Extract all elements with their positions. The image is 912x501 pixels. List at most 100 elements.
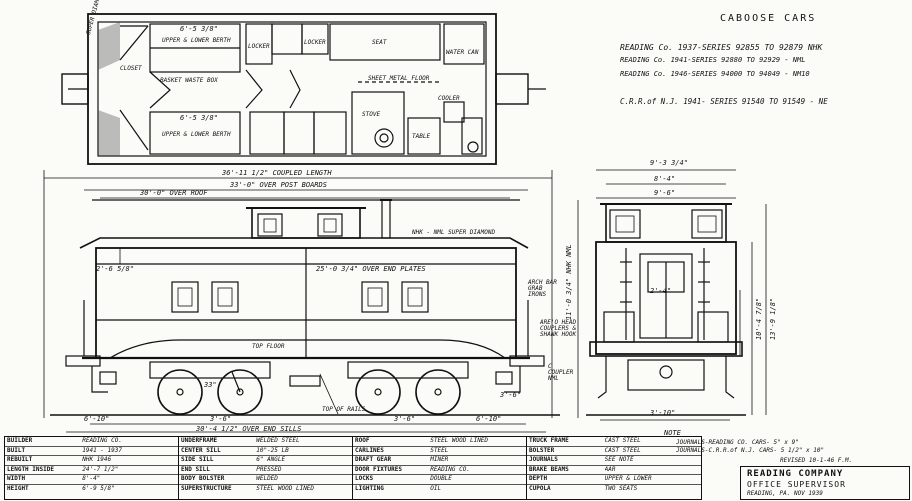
- spec-row: DEPTH UPPER & LOWER: [527, 475, 701, 485]
- locker-label: LOCKER: [304, 39, 326, 46]
- spec-value: DOUBLE: [430, 475, 452, 483]
- dimension-label: 2'-6 5/8": [96, 265, 134, 273]
- spec-value: READING CO.: [82, 437, 122, 444]
- height-label: 11'-0 3/4" NHK NML: [565, 244, 573, 320]
- spec-row: UNDERFRAME WELDED STEEL: [179, 437, 352, 447]
- end-width-label: 9'-6": [654, 189, 676, 197]
- revision-label: REVISED 10-1-46 F.M.: [780, 457, 853, 464]
- dimension-label: 6'-10": [84, 415, 110, 423]
- spec-row: END SILL PRESSED: [179, 466, 352, 476]
- series-line: READING Co. 1937-SERIES 92855 TO 92879 N…: [620, 43, 823, 52]
- spec-value: TWO SEATS: [604, 484, 638, 492]
- spec-key: WIDTH: [7, 475, 26, 483]
- sheet-metal-floor-label: SHEET METAL FLOOR: [368, 75, 430, 82]
- spec-key: UNDERFRAME: [181, 437, 218, 444]
- end-elevation: [586, 169, 767, 421]
- top-of-rails-label: TOP OF RAILS: [322, 406, 366, 413]
- table-label: TABLE: [412, 133, 431, 140]
- dimension-label: 2'-4": [650, 287, 672, 295]
- spec-key: JOURNALS: [529, 456, 558, 464]
- end-width-label: 8'-4": [654, 175, 676, 183]
- spec-value: PRESSED: [256, 465, 282, 473]
- title-block: READING COMPANY OFFICE SUPERVISOR READIN…: [740, 466, 910, 500]
- couplers-label: ARE'O HEAD COUPLERS & SHANK HOOK: [540, 319, 577, 338]
- berth-label: UPPER & LOWER BERTH: [162, 37, 231, 44]
- spec-key: BRAKE BEAMS: [529, 465, 569, 473]
- spec-key: SUPERSTRUCTURE: [181, 484, 232, 492]
- spec-value: 24'-7 1/2": [82, 465, 119, 473]
- spec-value: STEEL WOOD LINED: [430, 437, 489, 444]
- locker-label: LOCKER: [248, 43, 270, 50]
- series-line: READING Co. 1946-SERIES 94000 TO 94049 -…: [620, 70, 810, 78]
- spec-key: CARLINES: [355, 446, 384, 454]
- dimension-label: 3'-6": [500, 391, 522, 399]
- spec-row: CARLINES STEEL: [353, 447, 526, 457]
- dimension-label: 6'-5 3/8": [180, 114, 218, 122]
- spec-key: REBUILT: [7, 456, 33, 464]
- stove-label: STOVE: [362, 111, 381, 118]
- spec-key: DOOR FIXTURES: [355, 465, 402, 473]
- spec-value: WELDED: [256, 475, 278, 483]
- spec-value: WELDED STEEL: [256, 437, 300, 444]
- end-plates-label: 25'-0 3/4" OVER END PLATES: [316, 265, 426, 273]
- spec-value: MINER: [430, 456, 449, 464]
- spec-value: CAST STEEL: [604, 437, 641, 444]
- dimension-label: 6'-5 3/8": [180, 25, 218, 33]
- spec-value: 1941 - 1937: [82, 446, 122, 454]
- spec-value: CAST STEEL: [604, 446, 641, 454]
- spec-value: SEE NOTE: [604, 456, 634, 464]
- coupler-nml-label: C COUPLER NML: [548, 363, 574, 382]
- spec-key: BUILT: [7, 446, 26, 454]
- spec-row: LENGTH INSIDE 24'-7 1/2": [5, 466, 178, 476]
- spec-value: STEEL: [430, 446, 449, 454]
- spec-row: BUILT 1941 - 1937: [5, 447, 178, 457]
- spec-key: SIDE SILL: [181, 456, 214, 464]
- spec-key: LOCKS: [355, 475, 374, 483]
- spec-key: ROOF: [355, 437, 370, 444]
- spec-key: CENTER SILL: [181, 446, 221, 454]
- spec-key: LIGHTING: [355, 484, 384, 492]
- spec-value: 6'-9 5/8": [82, 484, 115, 492]
- side-elevation: [43, 170, 579, 433]
- spec-key: END SILL: [181, 465, 210, 473]
- spec-row: JOURNALS SEE NOTE: [527, 456, 701, 466]
- note-line: JOURNALS-C.R.R.of N.J. CARS- 5 1/2" x 10…: [676, 447, 825, 454]
- end-height-label: 10'-4 7/8": [755, 297, 763, 340]
- arch-bar-label: ARCH BAR GRAB IRONS: [528, 279, 557, 298]
- super-diamond-side-label: NHK - NML SUPER DIAMOND: [412, 229, 496, 236]
- top-floor-label: TOP FLOOR: [252, 343, 285, 350]
- seat-label: SEAT: [372, 39, 387, 46]
- waste-box-label: BASKET WASTE BOX: [160, 77, 218, 84]
- spec-key: DEPTH: [529, 475, 548, 483]
- spec-value: AAR: [604, 465, 616, 473]
- spec-row: BRAKE BEAMS AAR: [527, 466, 701, 476]
- spec-value: 6" ANGLE: [256, 456, 286, 464]
- spec-row: SIDE SILL 6" ANGLE: [179, 456, 352, 466]
- spec-key: LENGTH INSIDE: [7, 465, 54, 473]
- dimension-label: 3'-6": [394, 415, 416, 423]
- spec-row: LOCKS DOUBLE: [353, 475, 526, 485]
- drawing-title: CABOOSE CARS: [720, 13, 817, 24]
- end-height-label: 13'-9 1/8": [769, 297, 777, 340]
- spec-key: CUPOLA: [529, 484, 551, 492]
- note-title: NOTE: [664, 429, 681, 437]
- series-line: C.R.R.of N.J. 1941- SERIES 91540 TO 9154…: [620, 97, 828, 106]
- plan-view: [61, 13, 546, 165]
- spec-row: CUPOLA TWO SEATS: [527, 485, 701, 494]
- spec-value: UPPER & LOWER: [604, 475, 652, 483]
- office-name: OFFICE SUPERVISOR: [747, 480, 846, 489]
